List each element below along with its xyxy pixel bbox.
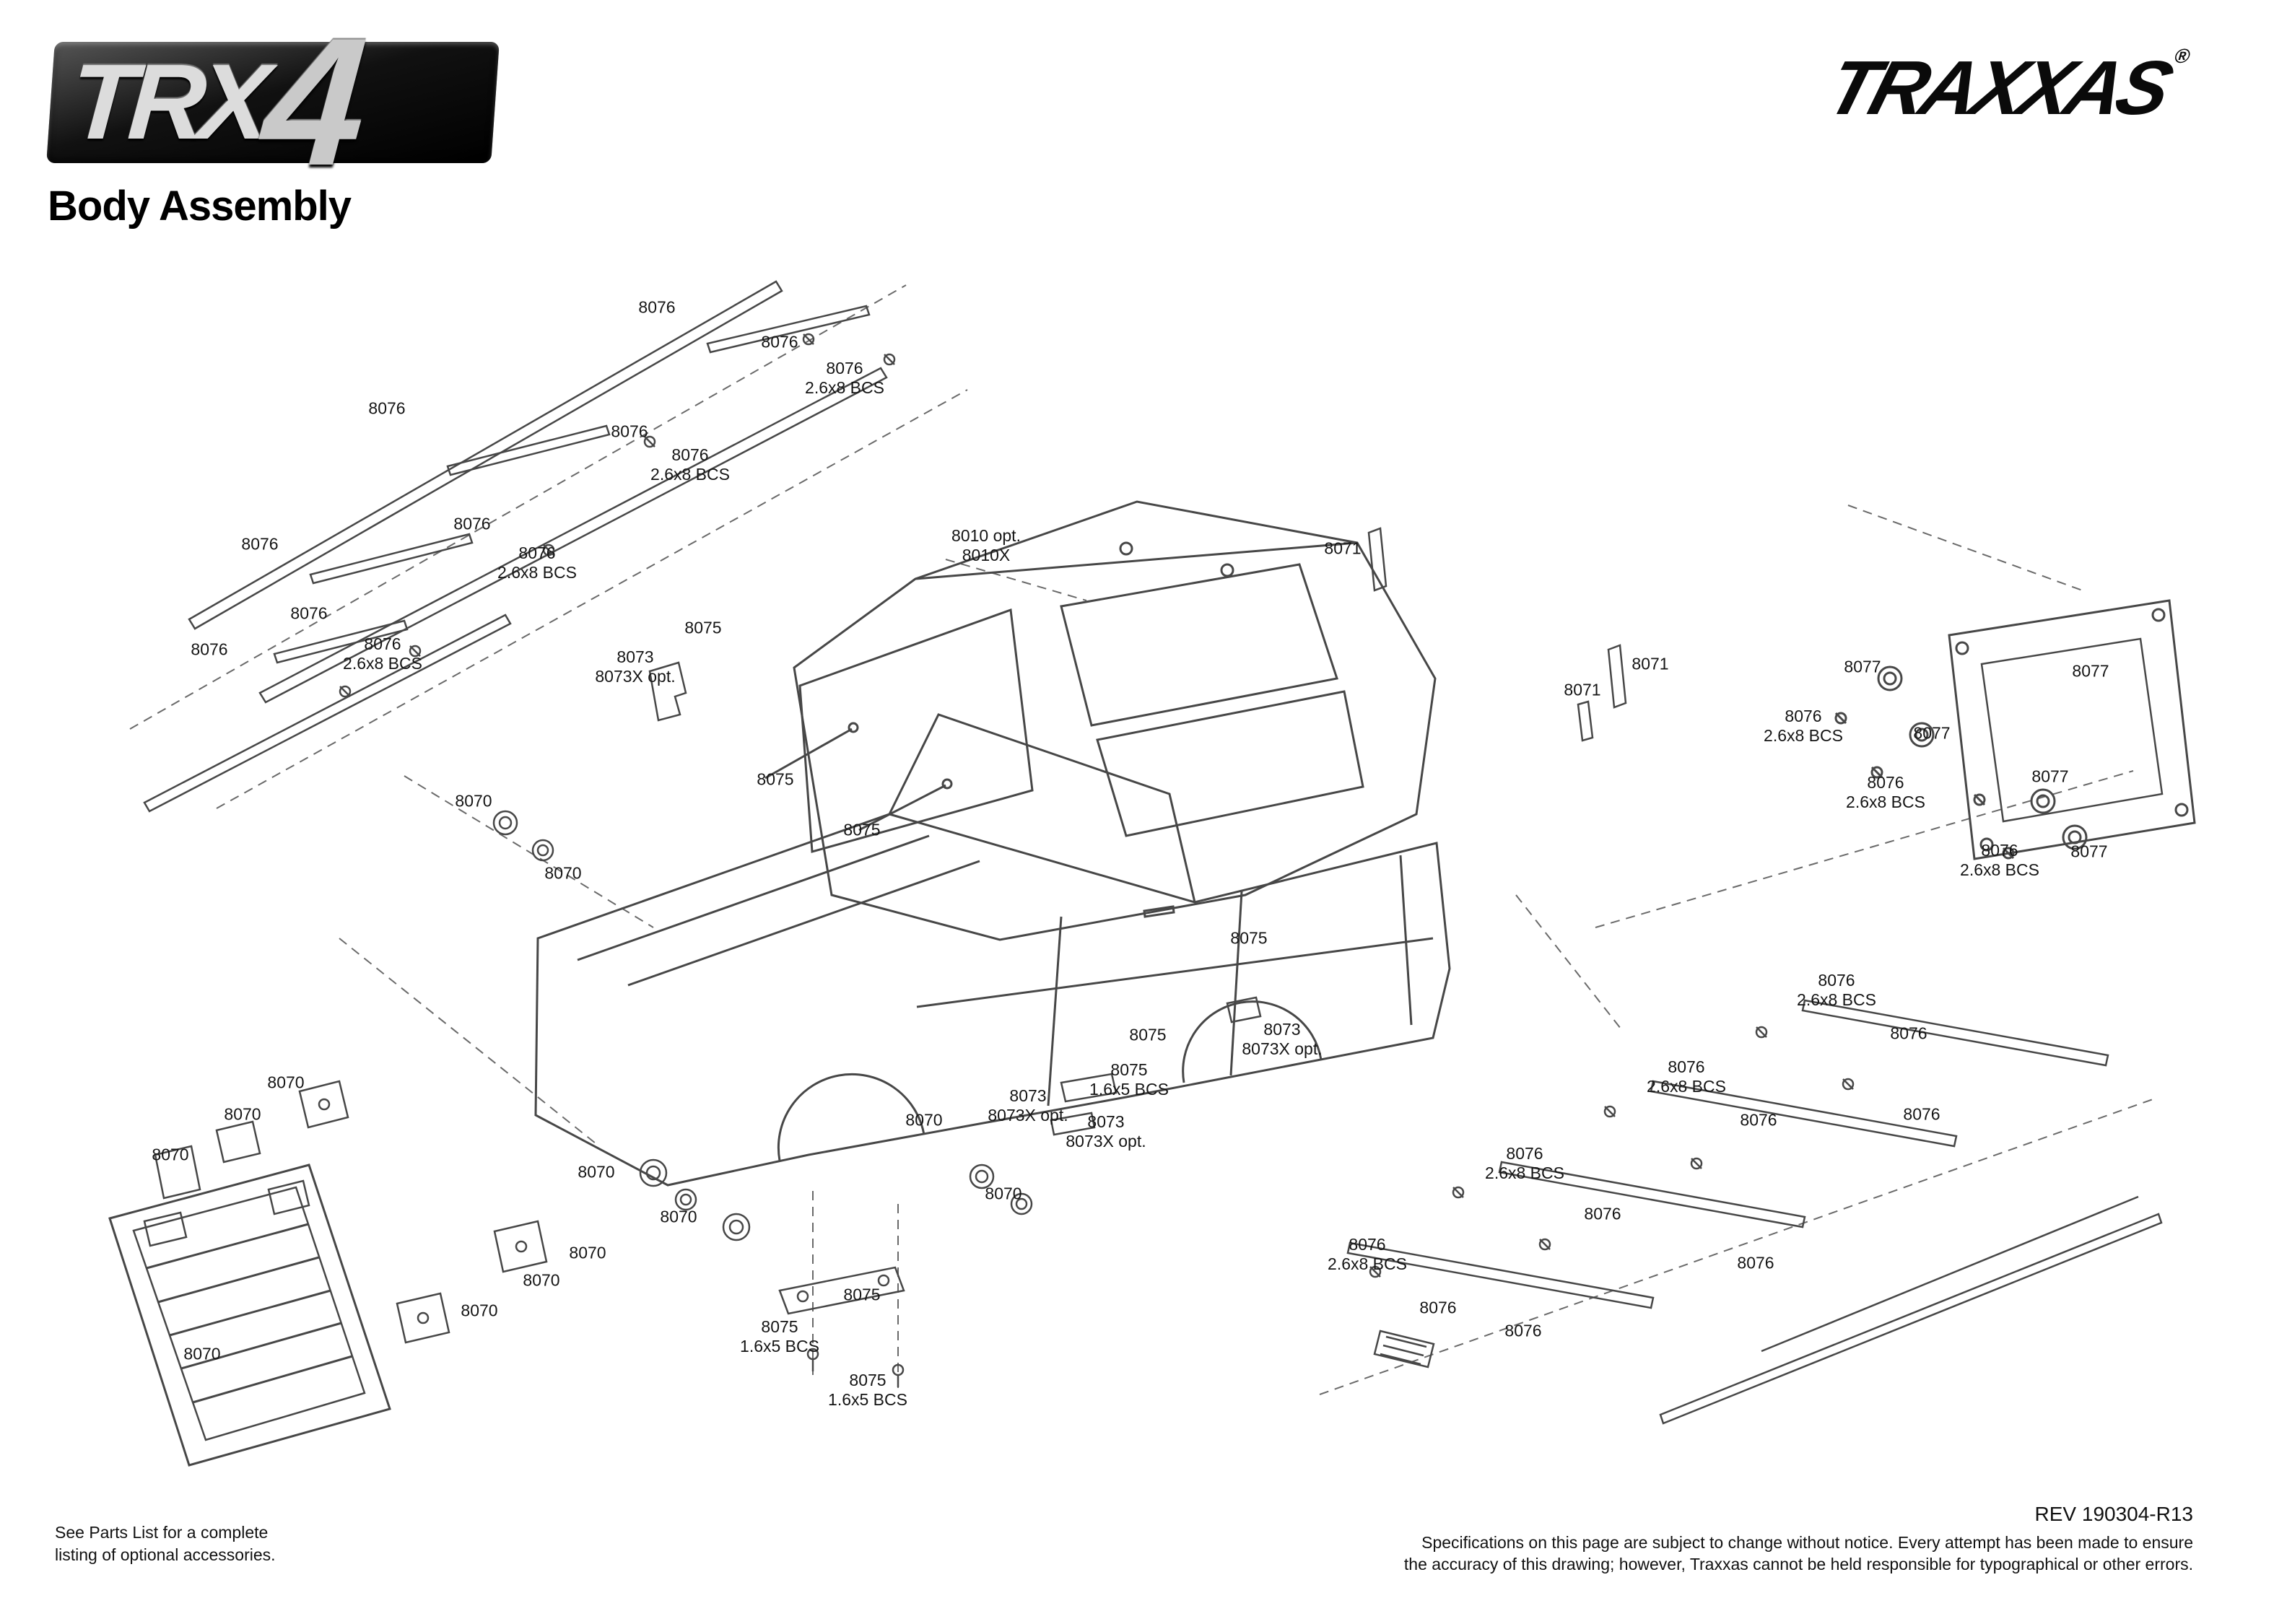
body-shell (534, 713, 1451, 1187)
traxxas-logo-text: TRAXXAS (1818, 45, 2178, 131)
disclaimer-line1: Specifications on this page are subject … (1421, 1533, 2193, 1552)
disclaimer-text: Specifications on this page are subject … (1404, 1532, 2193, 1576)
rock-rails-group (1346, 999, 2163, 1425)
disclaimer-line2: the accuracy of this drawing; however, T… (1403, 1555, 2193, 1574)
roof-panel (793, 500, 1437, 941)
body-clip-parts (154, 810, 1033, 1344)
bracket-parts (648, 661, 1262, 1136)
parts-list-note-line1: See Parts List for a complete (55, 1523, 269, 1542)
lower-strip (778, 1266, 905, 1387)
roof-rails-group (143, 280, 896, 813)
mount-bracket-right (1834, 599, 2196, 860)
page-title: Body Assembly (48, 183, 352, 230)
grille (108, 1164, 391, 1467)
wiper-parts (764, 722, 953, 831)
parts-list-note-line2: listing of optional accessories. (55, 1545, 276, 1565)
traxxas-logo: TRAXXAS® (1817, 45, 2192, 132)
construction-lines (129, 284, 2156, 1395)
latch-parts (1367, 527, 1627, 742)
revision-label: REV 190304-R13 (2034, 1503, 2193, 1525)
parts-list-note: See Parts List for a complete listing of… (55, 1522, 276, 1566)
trx4-logo-numeral: 4 (257, 1, 373, 204)
trx4-logo-text: TRX (66, 43, 267, 162)
trx4-logo: TRX 4 (46, 1, 500, 204)
